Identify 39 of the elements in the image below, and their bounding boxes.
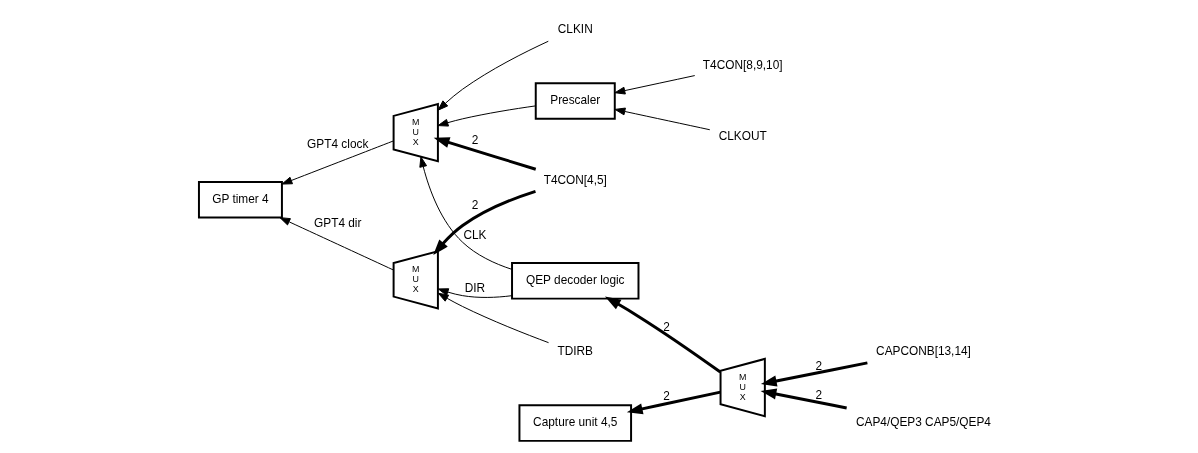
edge-label: 2 bbox=[662, 388, 670, 403]
arrow bbox=[418, 156, 512, 270]
edge-label: 2 bbox=[471, 133, 478, 148]
edge-label: CLK bbox=[462, 227, 487, 242]
node-box: M U X bbox=[719, 357, 766, 418]
edge-label: 2 bbox=[814, 359, 822, 374]
node-box: QEP decoder logic bbox=[510, 262, 639, 300]
node-box: Prescaler bbox=[534, 82, 616, 120]
node-text: CAP4/QEP3 CAP5/QEP4 bbox=[855, 415, 991, 430]
node-box: M U X bbox=[392, 102, 439, 163]
arrow bbox=[432, 189, 536, 256]
arrow bbox=[604, 296, 721, 374]
arrow bbox=[613, 75, 695, 95]
arrow bbox=[433, 137, 536, 171]
edge-label: GPT4 clock bbox=[306, 137, 368, 152]
edge-label: 2 bbox=[662, 319, 670, 334]
arrow bbox=[437, 105, 536, 127]
node-box: GP timer 4 bbox=[197, 181, 283, 219]
arrow bbox=[760, 361, 868, 387]
edge-label: DIR bbox=[464, 281, 485, 296]
arrow bbox=[760, 388, 847, 410]
node-text: CLKIN bbox=[557, 21, 593, 36]
node-text: CAPCONB[13,14] bbox=[875, 344, 971, 359]
arrow bbox=[437, 40, 549, 111]
edge-label: 2 bbox=[471, 198, 478, 213]
node-box: Capture unit 4,5 bbox=[517, 404, 632, 442]
node-text: T4CON[8,9,10] bbox=[702, 57, 783, 72]
arrow bbox=[279, 217, 394, 271]
arrow bbox=[281, 140, 394, 185]
arrow bbox=[614, 107, 710, 131]
arrow bbox=[437, 292, 549, 344]
edge-label: 2 bbox=[814, 387, 822, 402]
node-text: TDIRB bbox=[557, 344, 593, 359]
arrow bbox=[437, 288, 512, 298]
node-text: CLKOUT bbox=[718, 128, 767, 143]
edge-label: GPT4 dir bbox=[313, 216, 361, 231]
arrow bbox=[626, 390, 721, 415]
node-box: M U X bbox=[392, 249, 439, 310]
node-text: T4CON[4,5] bbox=[543, 173, 607, 188]
